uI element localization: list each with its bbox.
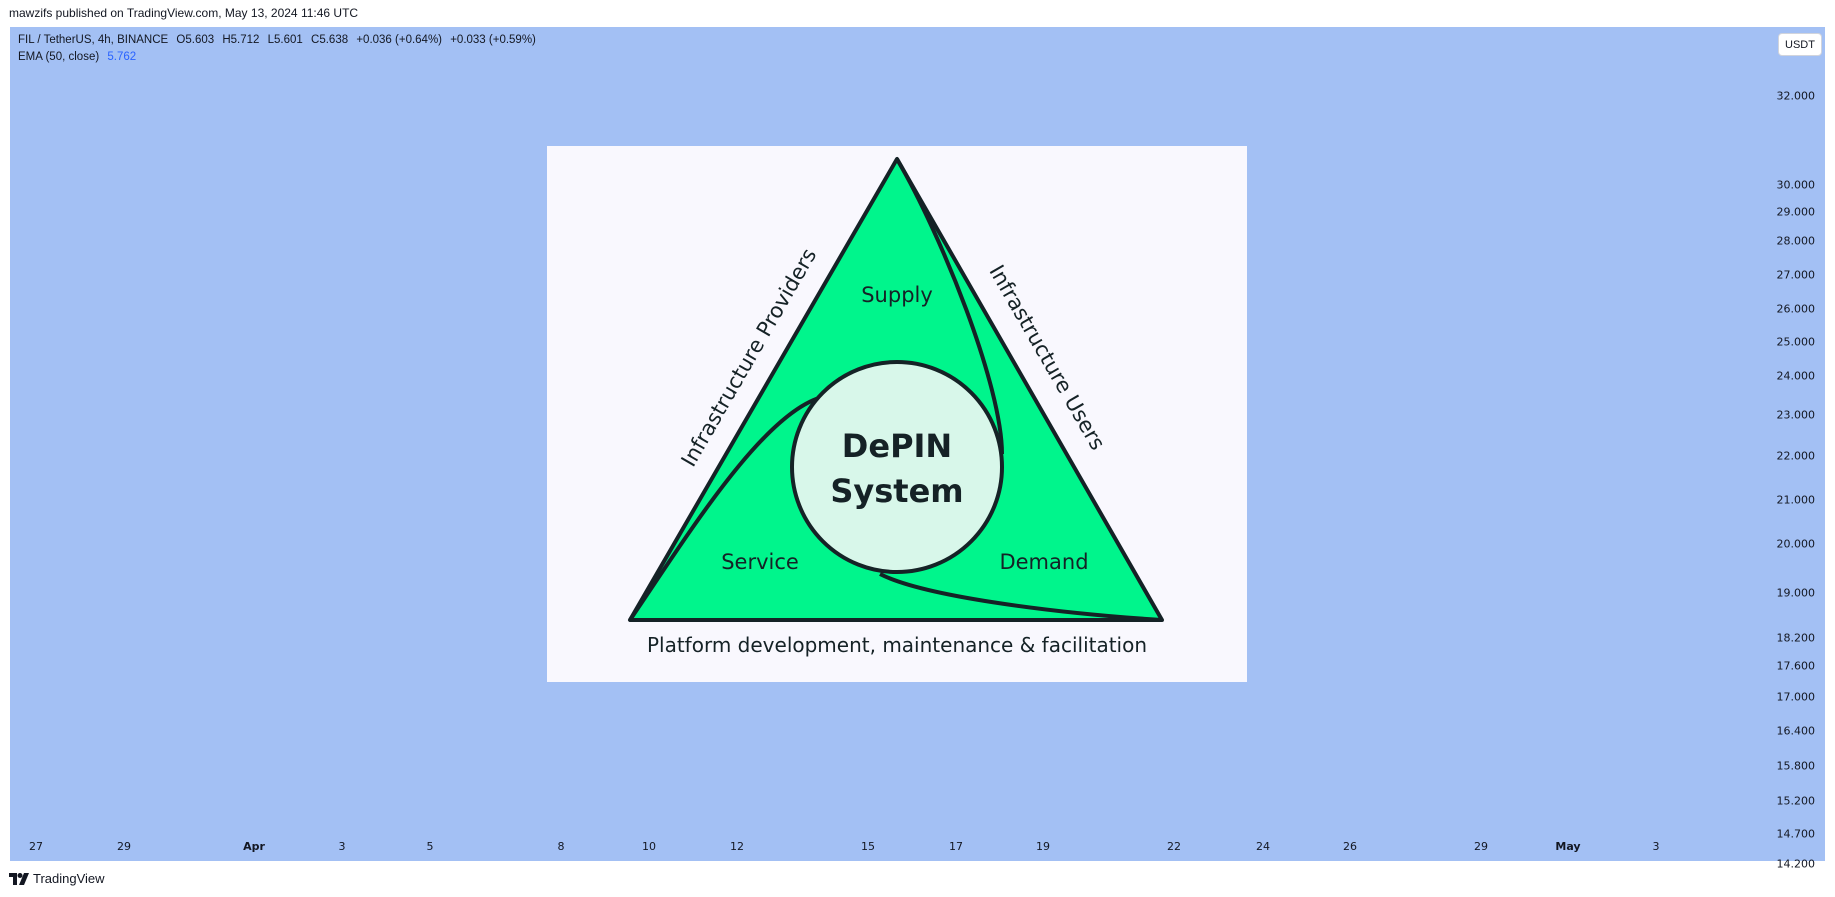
ema-value: 5.762 [107, 51, 137, 63]
price-tick: 22.000 [1776, 449, 1816, 463]
center-circle [790, 360, 1004, 574]
time-tick: 29 [1474, 840, 1488, 853]
bottom-label: Platform development, maintenance & faci… [647, 633, 1147, 657]
price-tick: 28.000 [1776, 234, 1816, 248]
time-tick: 8 [557, 840, 565, 853]
curve-service [628, 394, 828, 622]
time-tick: 17 [949, 840, 963, 853]
price-tick: 15.200 [1776, 794, 1816, 808]
tradingview-logo[interactable]: TradingView [9, 871, 105, 886]
price-tick: 27.000 [1776, 268, 1816, 282]
time-tick: 26 [1343, 840, 1357, 853]
time-tick: 12 [730, 840, 744, 853]
time-tick: 29 [117, 840, 131, 853]
price-tick: 29.000 [1776, 205, 1816, 219]
supply-label: Supply [861, 283, 933, 307]
price-tick: 26.000 [1776, 302, 1816, 316]
time-tick: 3 [338, 840, 346, 853]
ema-label[interactable]: EMA (50, close) [18, 51, 100, 63]
time-tick: 22 [1167, 840, 1181, 853]
service-label: Service [721, 550, 799, 574]
publication-line: mawzifs published on TradingView.com, Ma… [9, 6, 359, 20]
time-tick: 27 [29, 840, 43, 853]
price-tick: 15.800 [1776, 759, 1816, 773]
time-tick: May [1555, 840, 1581, 853]
price-tick: 25.000 [1776, 335, 1816, 349]
time-tick: 15 [861, 840, 875, 853]
price-tick: 20.000 [1776, 537, 1816, 551]
time-tick: 10 [642, 840, 656, 853]
ohlc-open: O5.603 [176, 34, 215, 46]
ohlc-close: C5.638 [311, 34, 349, 46]
price-tick: 30.000 [1776, 178, 1816, 192]
price-tick: 16.400 [1776, 724, 1816, 738]
ema-legend[interactable]: EMA (50, close) 5.762 [18, 51, 141, 63]
curve-supply [895, 157, 1004, 455]
center-line1: DePIN [842, 427, 952, 465]
price-tick: 32.000 [1776, 89, 1816, 103]
tradingview-logo-icon [9, 872, 29, 885]
symbol-legend[interactable]: FIL / TetherUS, 4h, BINANCE O5.603 H5.71… [18, 34, 541, 46]
time-tick: 19 [1036, 840, 1050, 853]
price-tick: 14.700 [1776, 827, 1816, 841]
price-tick: 14.200 [1776, 857, 1816, 871]
time-tick: 24 [1256, 840, 1270, 853]
time-tick: Apr [243, 840, 265, 853]
center-line2: System [830, 472, 963, 510]
symbol-name[interactable]: FIL / TetherUS, 4h, BINANCE [18, 34, 169, 46]
embedded-diagram-image: DePIN System Supply Service Demand Infra… [547, 146, 1247, 682]
price-tick: 17.600 [1776, 659, 1816, 673]
tradingview-brand: TradingView [33, 871, 105, 886]
price-tick: 19.000 [1776, 586, 1816, 600]
ohlc-low: L5.601 [267, 34, 303, 46]
price-tick: 17.000 [1776, 690, 1816, 704]
ohlc-high: H5.712 [222, 34, 260, 46]
change-value-2: +0.033 (+0.59%) [450, 34, 536, 46]
change-value: +0.036 (+0.64%) [356, 34, 442, 46]
price-tick: 24.000 [1776, 369, 1816, 383]
depin-diagram: DePIN System Supply Service Demand Infra… [628, 157, 1164, 657]
price-tick: 21.000 [1776, 493, 1816, 507]
price-tick: 23.000 [1776, 408, 1816, 422]
time-tick: 5 [426, 840, 434, 853]
currency-button[interactable]: USDT [1778, 33, 1822, 56]
time-tick: 3 [1652, 840, 1660, 853]
curve-demand [879, 572, 1163, 622]
demand-label: Demand [999, 550, 1088, 574]
price-tick: 18.200 [1776, 631, 1816, 645]
